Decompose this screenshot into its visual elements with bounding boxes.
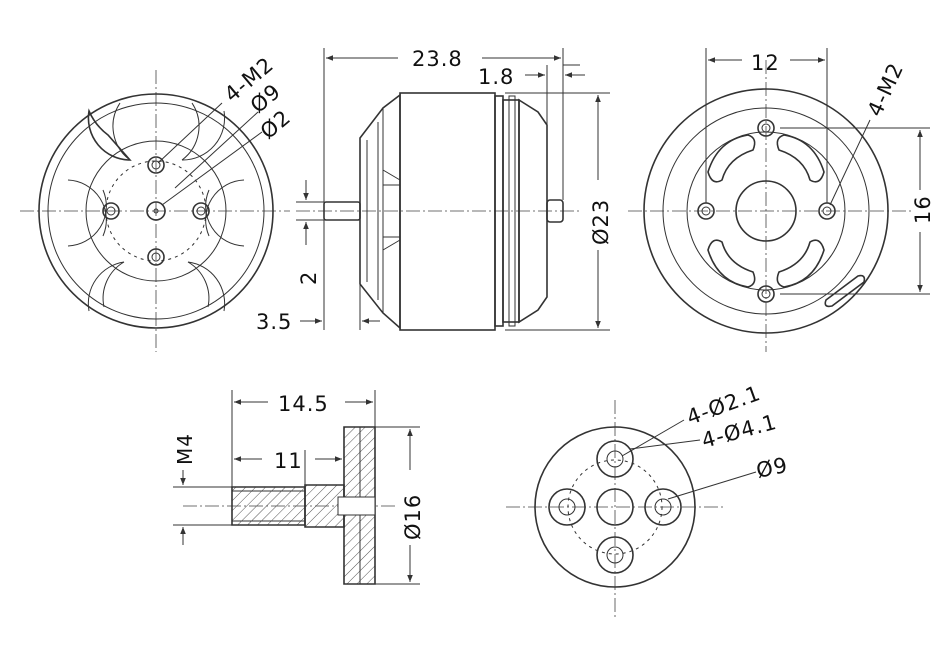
mount-label-center: Ø9 [754,453,790,483]
adapter-label-diameter: Ø16 [401,494,425,540]
side-label-shaft: 2 [297,271,321,285]
rear-label-spacing-y: 16 [911,195,935,224]
side-label-diameter: Ø23 [589,199,613,245]
side-label-rear-offset: 1.8 [478,65,514,89]
adapter-label-thread: M4 [173,433,197,465]
mount-view: 4-Ø2.1 4-Ø4.1 Ø9 [506,381,790,620]
adapter-label-thread-length: 11 [274,449,303,473]
side-label-length: 23.8 [412,47,463,71]
rear-label-spacing-x: 12 [751,51,780,75]
side-label-shaft-length: 3.5 [256,310,292,334]
front-lobes [67,102,245,312]
rear-view: 12 16 4-M2 [628,48,935,352]
side-view: 23.8 1.8 Ø23 2 3.5 [256,47,613,334]
prop-adapter-view: 14.5 11 M4 Ø16 [173,390,425,585]
front-view: 4-M2 Ø9 Ø2 [20,52,296,352]
adapter-label-length: 14.5 [278,392,329,416]
rear-label-4m2: 4-M2 [863,59,909,120]
